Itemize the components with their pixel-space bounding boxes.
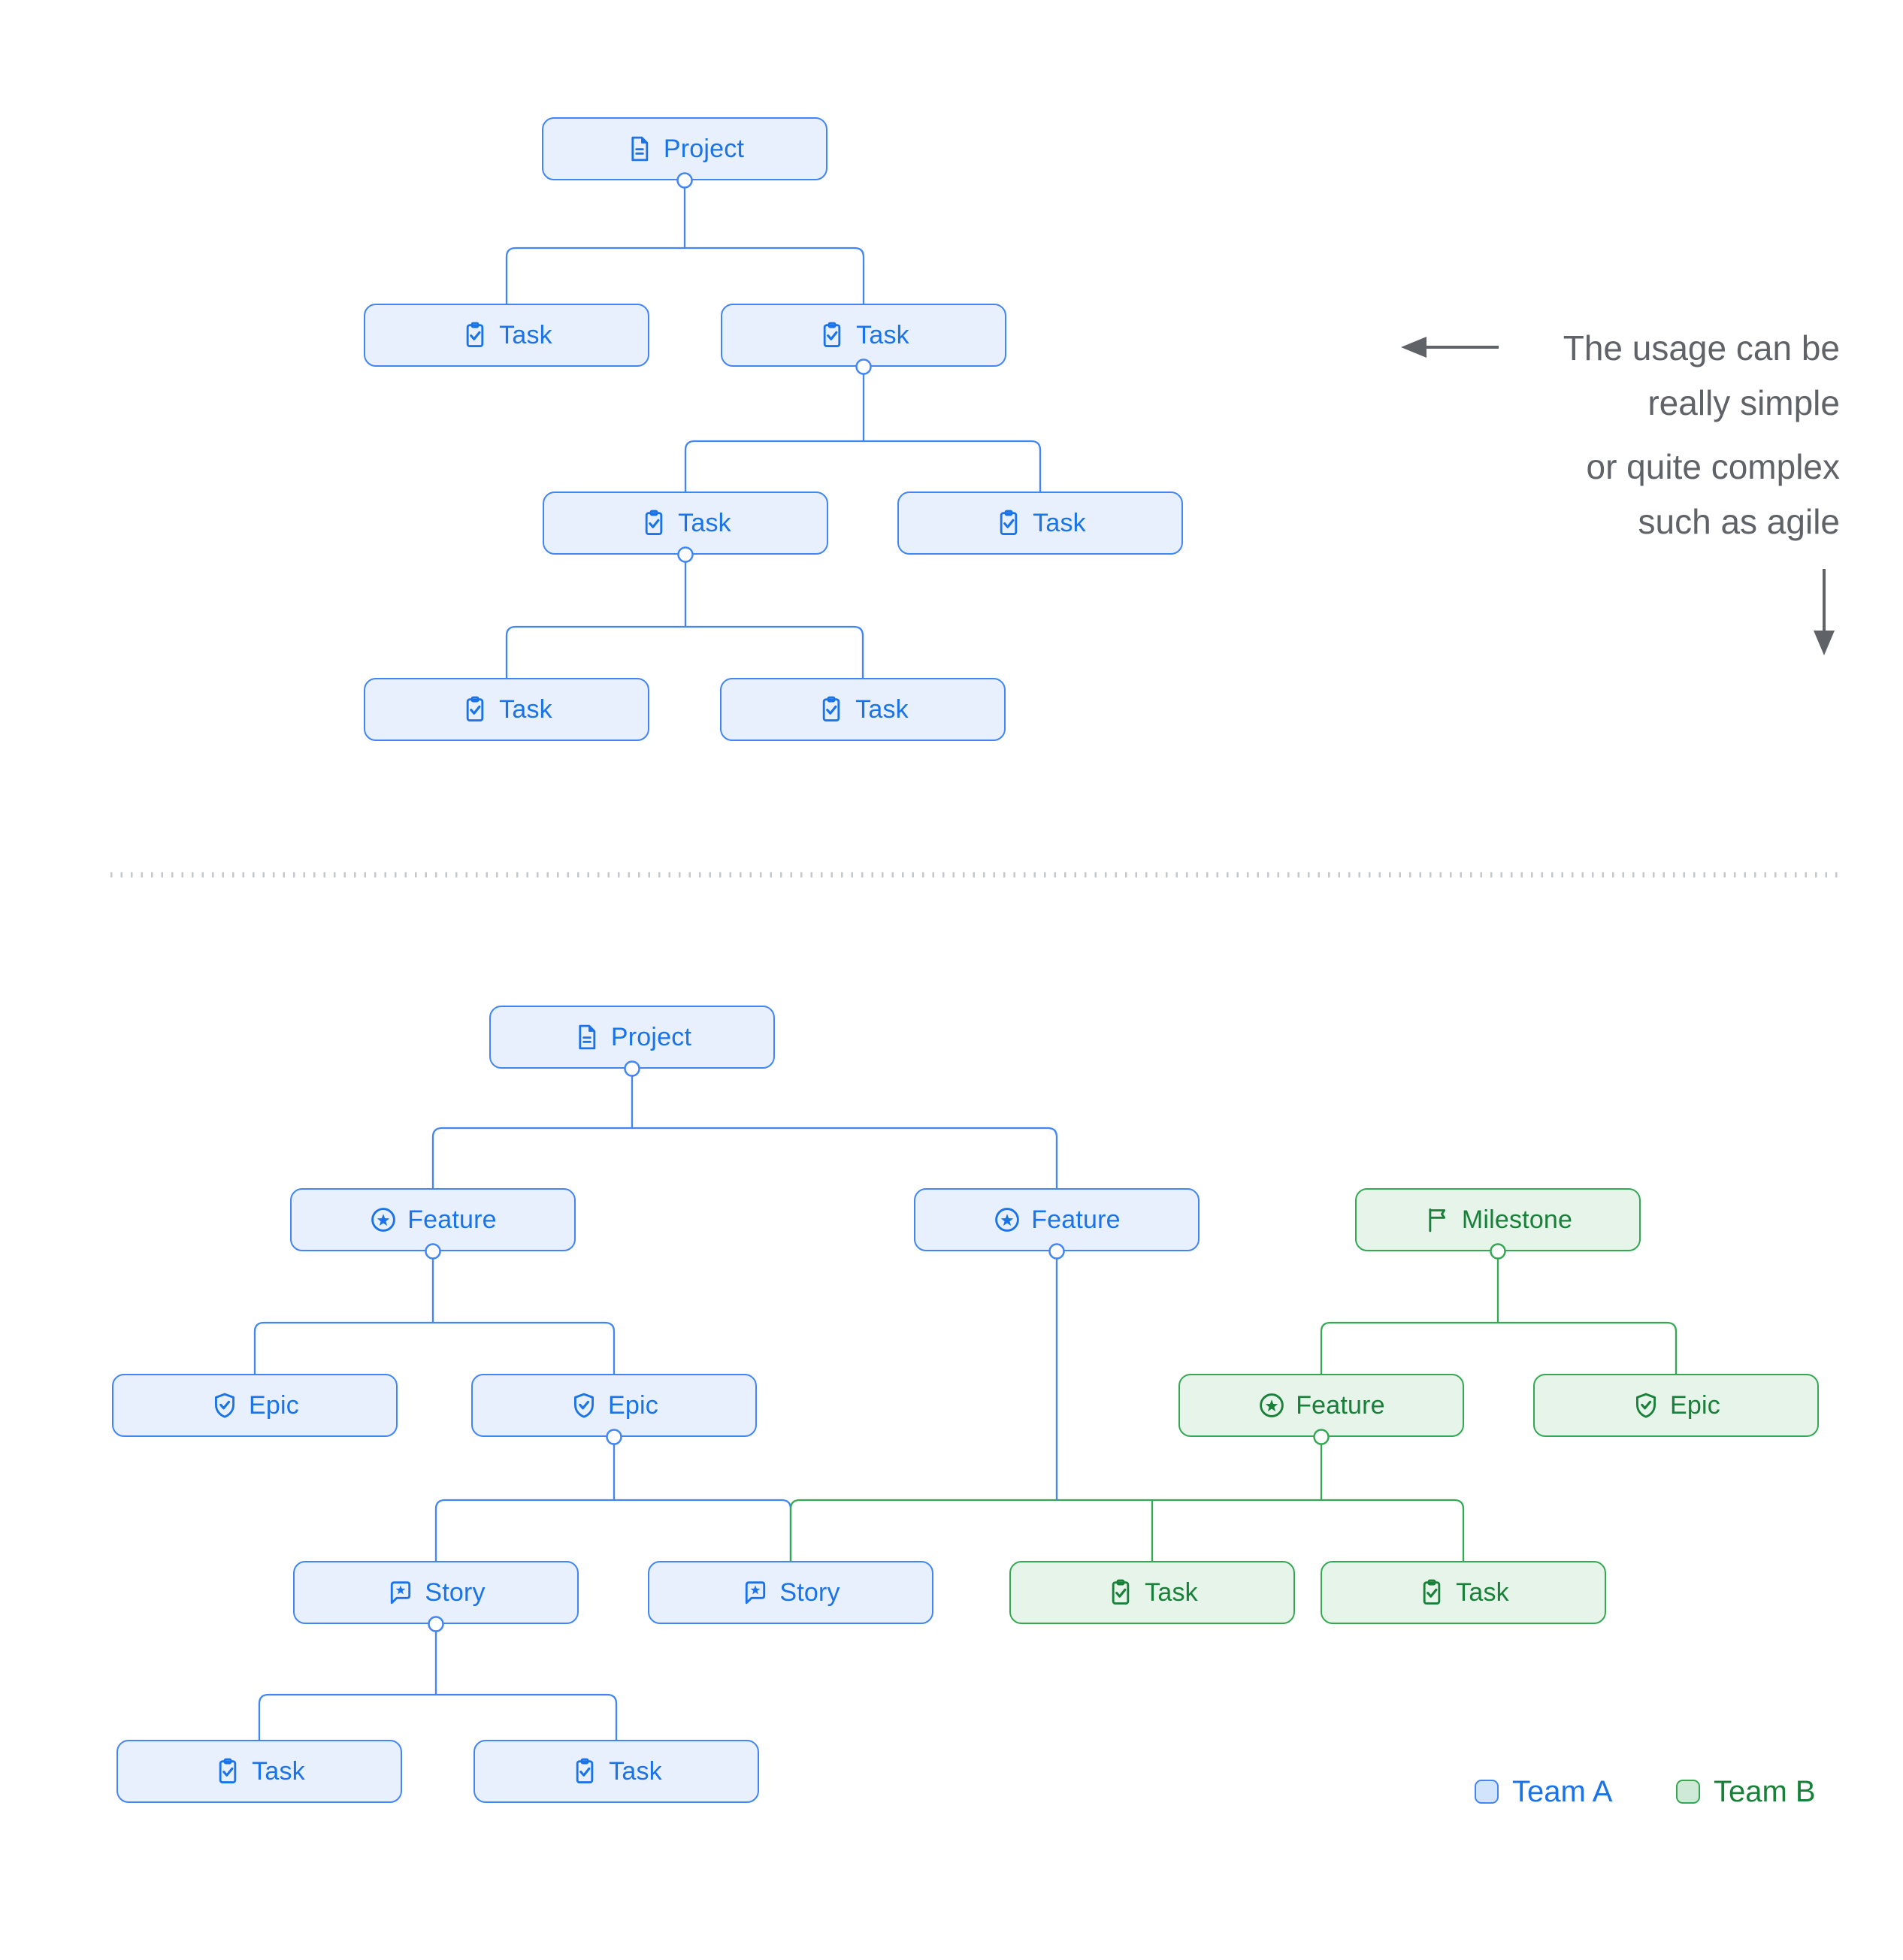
simple-task-2-node: Task — [721, 304, 1006, 367]
node-label: Story — [425, 1577, 486, 1607]
team-b-swatch-icon — [1676, 1780, 1700, 1804]
node-label: Task — [499, 320, 552, 349]
story-icon — [386, 1578, 415, 1607]
agile-task-2-node: Task — [473, 1740, 759, 1803]
node-label: Task — [499, 694, 552, 724]
node-label: Task — [609, 1756, 662, 1786]
node-label: Task — [855, 694, 909, 724]
team-a-swatch-icon — [1475, 1780, 1499, 1804]
agile-story-2-node: Story — [648, 1561, 933, 1624]
project-icon — [573, 1023, 601, 1051]
task-icon — [640, 509, 668, 537]
section-divider — [110, 872, 1841, 878]
node-label: Task — [252, 1756, 305, 1786]
simple-project-node: Project — [542, 117, 827, 180]
project-icon — [625, 135, 654, 163]
node-label: Project — [610, 1022, 692, 1051]
node-label: Task — [1145, 1577, 1198, 1607]
agile-task-1-node: Task — [116, 1740, 402, 1803]
agile-task-g1-node: Task — [1009, 1561, 1295, 1624]
task-icon — [817, 695, 846, 724]
legend-team-b-label: Team B — [1714, 1774, 1816, 1808]
task-icon — [461, 321, 489, 349]
task-icon — [1417, 1578, 1446, 1607]
legend-team-a-label: Team A — [1512, 1774, 1613, 1808]
task-icon — [461, 695, 489, 724]
epic-icon — [1632, 1391, 1660, 1420]
annotation-line-4: such as agile — [1638, 502, 1841, 541]
agile-milestone-node: Milestone — [1355, 1188, 1641, 1251]
agile-task-g2-node: Task — [1321, 1561, 1606, 1624]
node-label: Feature — [407, 1205, 497, 1234]
annotation-line-2: really simple — [1647, 383, 1840, 422]
node-label: Task — [1456, 1577, 1509, 1607]
agile-feature-1-node: Feature — [290, 1188, 576, 1251]
node-label: Feature — [1296, 1390, 1385, 1420]
annotation-line-3: or quite complex — [1586, 447, 1841, 486]
simple-task-5-node: Task — [364, 678, 649, 741]
simple-task-6-node: Task — [720, 678, 1006, 741]
story-icon — [741, 1578, 770, 1607]
agile-epic-2-node: Epic — [471, 1374, 757, 1437]
task-icon — [818, 321, 846, 349]
simple-task-1-node: Task — [364, 304, 649, 367]
node-label: Project — [663, 134, 745, 163]
epic-icon — [570, 1391, 598, 1420]
agile-epic-1-node: Epic — [112, 1374, 398, 1437]
arrow-left-icon — [1401, 337, 1499, 358]
node-label: Epic — [608, 1390, 658, 1420]
simple-task-4-node: Task — [897, 492, 1183, 555]
task-icon — [994, 509, 1023, 537]
node-label: Epic — [1670, 1390, 1720, 1420]
node-label: Task — [856, 320, 909, 349]
milestone-icon — [1423, 1205, 1452, 1234]
node-label: Task — [678, 508, 731, 537]
agile-epic-3-node: Epic — [1533, 1374, 1819, 1437]
task-icon — [213, 1757, 242, 1786]
task-icon — [1106, 1578, 1135, 1607]
feature-icon — [993, 1205, 1021, 1234]
legend-team-a: Team A — [1475, 1775, 1612, 1808]
simple-task-3-node: Task — [543, 492, 828, 555]
epic-icon — [210, 1391, 239, 1420]
agile-story-1-node: Story — [293, 1561, 579, 1624]
node-label: Milestone — [1461, 1205, 1573, 1234]
feature-icon — [369, 1205, 398, 1234]
node-label: Story — [779, 1577, 840, 1607]
agile-project-node: Project — [489, 1006, 775, 1069]
agile-feature-2-node: Feature — [914, 1188, 1200, 1251]
agile-feature-3-node: Feature — [1178, 1374, 1464, 1437]
annotation-text: The usage can be really simple or quite … — [1563, 321, 1840, 549]
node-label: Epic — [249, 1390, 299, 1420]
legend-team-b: Team B — [1676, 1775, 1816, 1808]
arrow-down-icon — [1814, 569, 1835, 655]
annotation-line-1: The usage can be — [1563, 328, 1840, 368]
node-label: Task — [1033, 508, 1086, 537]
feature-icon — [1257, 1391, 1286, 1420]
task-icon — [570, 1757, 599, 1786]
node-label: Feature — [1031, 1205, 1121, 1234]
